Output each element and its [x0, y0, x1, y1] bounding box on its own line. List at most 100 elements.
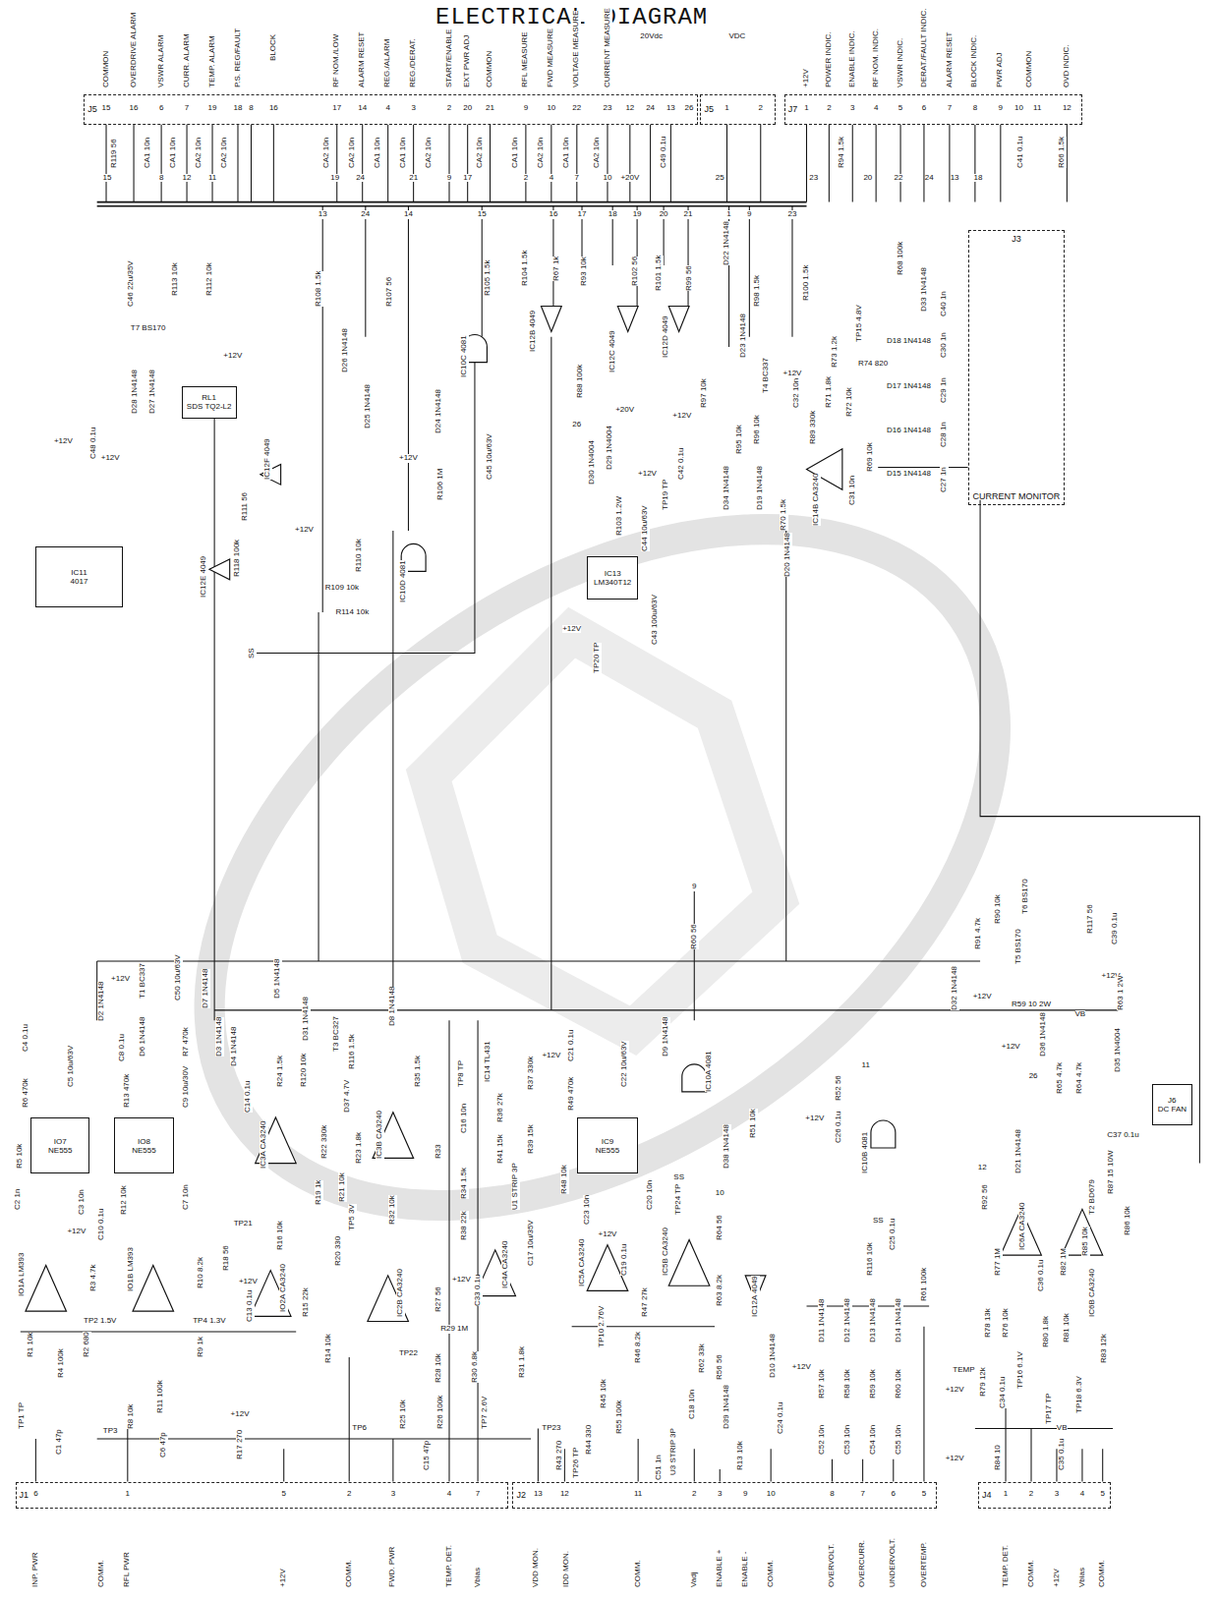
part-label: R47 27k [640, 1287, 650, 1318]
pin-name: TEMP. ALARM [208, 36, 218, 89]
part-label: R37 330k [526, 1056, 536, 1091]
component-label: IO8 [137, 1137, 151, 1147]
pin-name: +12V [1052, 1568, 1062, 1588]
part-label: TP2 1.5V [83, 1317, 116, 1327]
part-label: R46 8.2k [634, 1331, 643, 1364]
part-label: R26 100k [436, 1395, 446, 1430]
part-label: 11 [862, 1061, 870, 1071]
part-label: C50 10u/63V [173, 954, 183, 1001]
part-label: VB [1056, 1424, 1068, 1434]
pin-name: C51 1n [654, 1454, 664, 1481]
opamp-symbol [25, 1265, 67, 1312]
part-label: D5 1N4148 [273, 958, 283, 998]
component-label: CURRENT MONITOR [973, 491, 1061, 502]
part-label: R49 470k [567, 1077, 577, 1111]
pin-name: 2 [758, 104, 763, 114]
part-label: IC10A 4081 [704, 1051, 714, 1094]
part-label: C32 10n [792, 378, 802, 408]
pin-name: ENABLE + [715, 1550, 725, 1588]
part-label: C45 10u/63V [485, 433, 495, 480]
part-label: CA1 10n [169, 137, 178, 169]
part-label: D38 1N4148 [722, 1124, 732, 1169]
part-label: R86 10k [1123, 1206, 1133, 1236]
part-label: D10 1N4148 [768, 1333, 778, 1379]
part-label: R94 1.5k [837, 136, 847, 169]
part-label: IC2B CA3240 [396, 1269, 406, 1318]
pin-name: 6 [33, 1490, 38, 1500]
part-label: C52 10n [817, 1425, 827, 1455]
component-label: NE555 [48, 1146, 72, 1156]
part-label: R18 56 [222, 1245, 232, 1272]
pin-name: 8 [829, 1490, 834, 1500]
part-label: IC12F 4049 [263, 438, 273, 480]
part-label: R45 10k [599, 1380, 609, 1410]
part-label: TP23 [541, 1424, 561, 1434]
part-label: R13 470k [122, 1074, 132, 1108]
component-label: J4 [982, 1490, 992, 1501]
part-label: C30 1n [939, 332, 949, 358]
part-label: TP5 3V [347, 1204, 357, 1231]
part-label: +12V [101, 454, 120, 464]
part-label: CA1 10n [562, 137, 572, 169]
connector-box: J1 [15, 1482, 510, 1509]
part-label: CA2 10n [322, 137, 332, 169]
pin-name: U3 STRIP 3P [669, 1428, 679, 1476]
part-label: D30 1N4004 [587, 440, 597, 485]
part-label: R74 820 [858, 359, 888, 369]
part-label: R59 10k [868, 1369, 878, 1399]
part-label: IC12B 4049 [528, 310, 538, 352]
part-label: D37 4.7V [343, 1080, 352, 1113]
part-label: C53 10n [843, 1425, 853, 1455]
part-label: +12V [1001, 1042, 1021, 1052]
part-label: IC12E 4049 [199, 555, 209, 597]
part-label: T1 BC337 [138, 963, 148, 999]
part-label: CA1 10n [511, 137, 521, 169]
pin-name: 9 [743, 1490, 748, 1500]
pin-name: OVERTEMP. [920, 1542, 929, 1588]
pin-name: 21 [485, 104, 495, 114]
part-label: CA2 10n [536, 137, 546, 169]
part-label: 12 [978, 1163, 987, 1173]
part-label: C5 10u/63V [66, 1045, 76, 1088]
part-label: +12V [294, 525, 314, 535]
part-label: T2 BD679 [1088, 1179, 1098, 1216]
part-label: IO1A LM393 [17, 1253, 27, 1297]
part-label: IC10B 4081 [861, 1132, 870, 1174]
part-label: R93 10k [579, 256, 589, 287]
part-label: C21 0.1u [567, 1030, 577, 1062]
part-label: R107 56 [385, 276, 395, 306]
part-label: CA2 10n [592, 137, 602, 169]
part-label: R13 10k [736, 1441, 746, 1471]
part-label: D15 1N4148 [886, 469, 931, 479]
part-label: 13 [950, 173, 960, 183]
component-label: J7 [788, 104, 799, 115]
part-label: C20 10n [645, 1180, 655, 1211]
part-label: R56 56 [715, 1354, 725, 1381]
part-label: D9 1N4148 [661, 1016, 671, 1056]
opamp-symbol [132, 1265, 174, 1312]
part-label: IC14B CA3240 [811, 473, 821, 526]
part-label: R72 10k [845, 387, 855, 417]
part-label: 10 [715, 1189, 725, 1199]
part-label: C16 10n [460, 1103, 469, 1134]
part-label: R95 10k [735, 424, 745, 455]
part-label: T6 BS170 [1021, 878, 1031, 915]
part-label: R6 470k [21, 1078, 31, 1108]
part-label: 13 [318, 210, 328, 220]
component-label: DC FAN [1158, 1104, 1187, 1114]
pin-name: 12 [625, 104, 635, 114]
pin-name: TP26 TP [572, 1447, 581, 1479]
part-label: D36 1N4148 [1039, 1012, 1048, 1057]
component-box: RL1SDS TQ2-L2 [181, 386, 237, 419]
part-label: R34 1.5k [460, 1167, 469, 1200]
part-label: R15 22k [301, 1287, 311, 1318]
part-label: C39 0.1u [1110, 912, 1120, 944]
part-label: R81 10k [1062, 1313, 1072, 1343]
part-label: R79 12k [979, 1367, 988, 1397]
part-label: R67 1k [552, 255, 562, 281]
pin-name: 2 [1029, 1490, 1034, 1500]
part-label: C9 10u/30V [181, 1066, 191, 1108]
part-label: +12V [945, 1386, 965, 1395]
inverter-symbol [668, 305, 690, 332]
pin-name: 6 [159, 104, 164, 114]
